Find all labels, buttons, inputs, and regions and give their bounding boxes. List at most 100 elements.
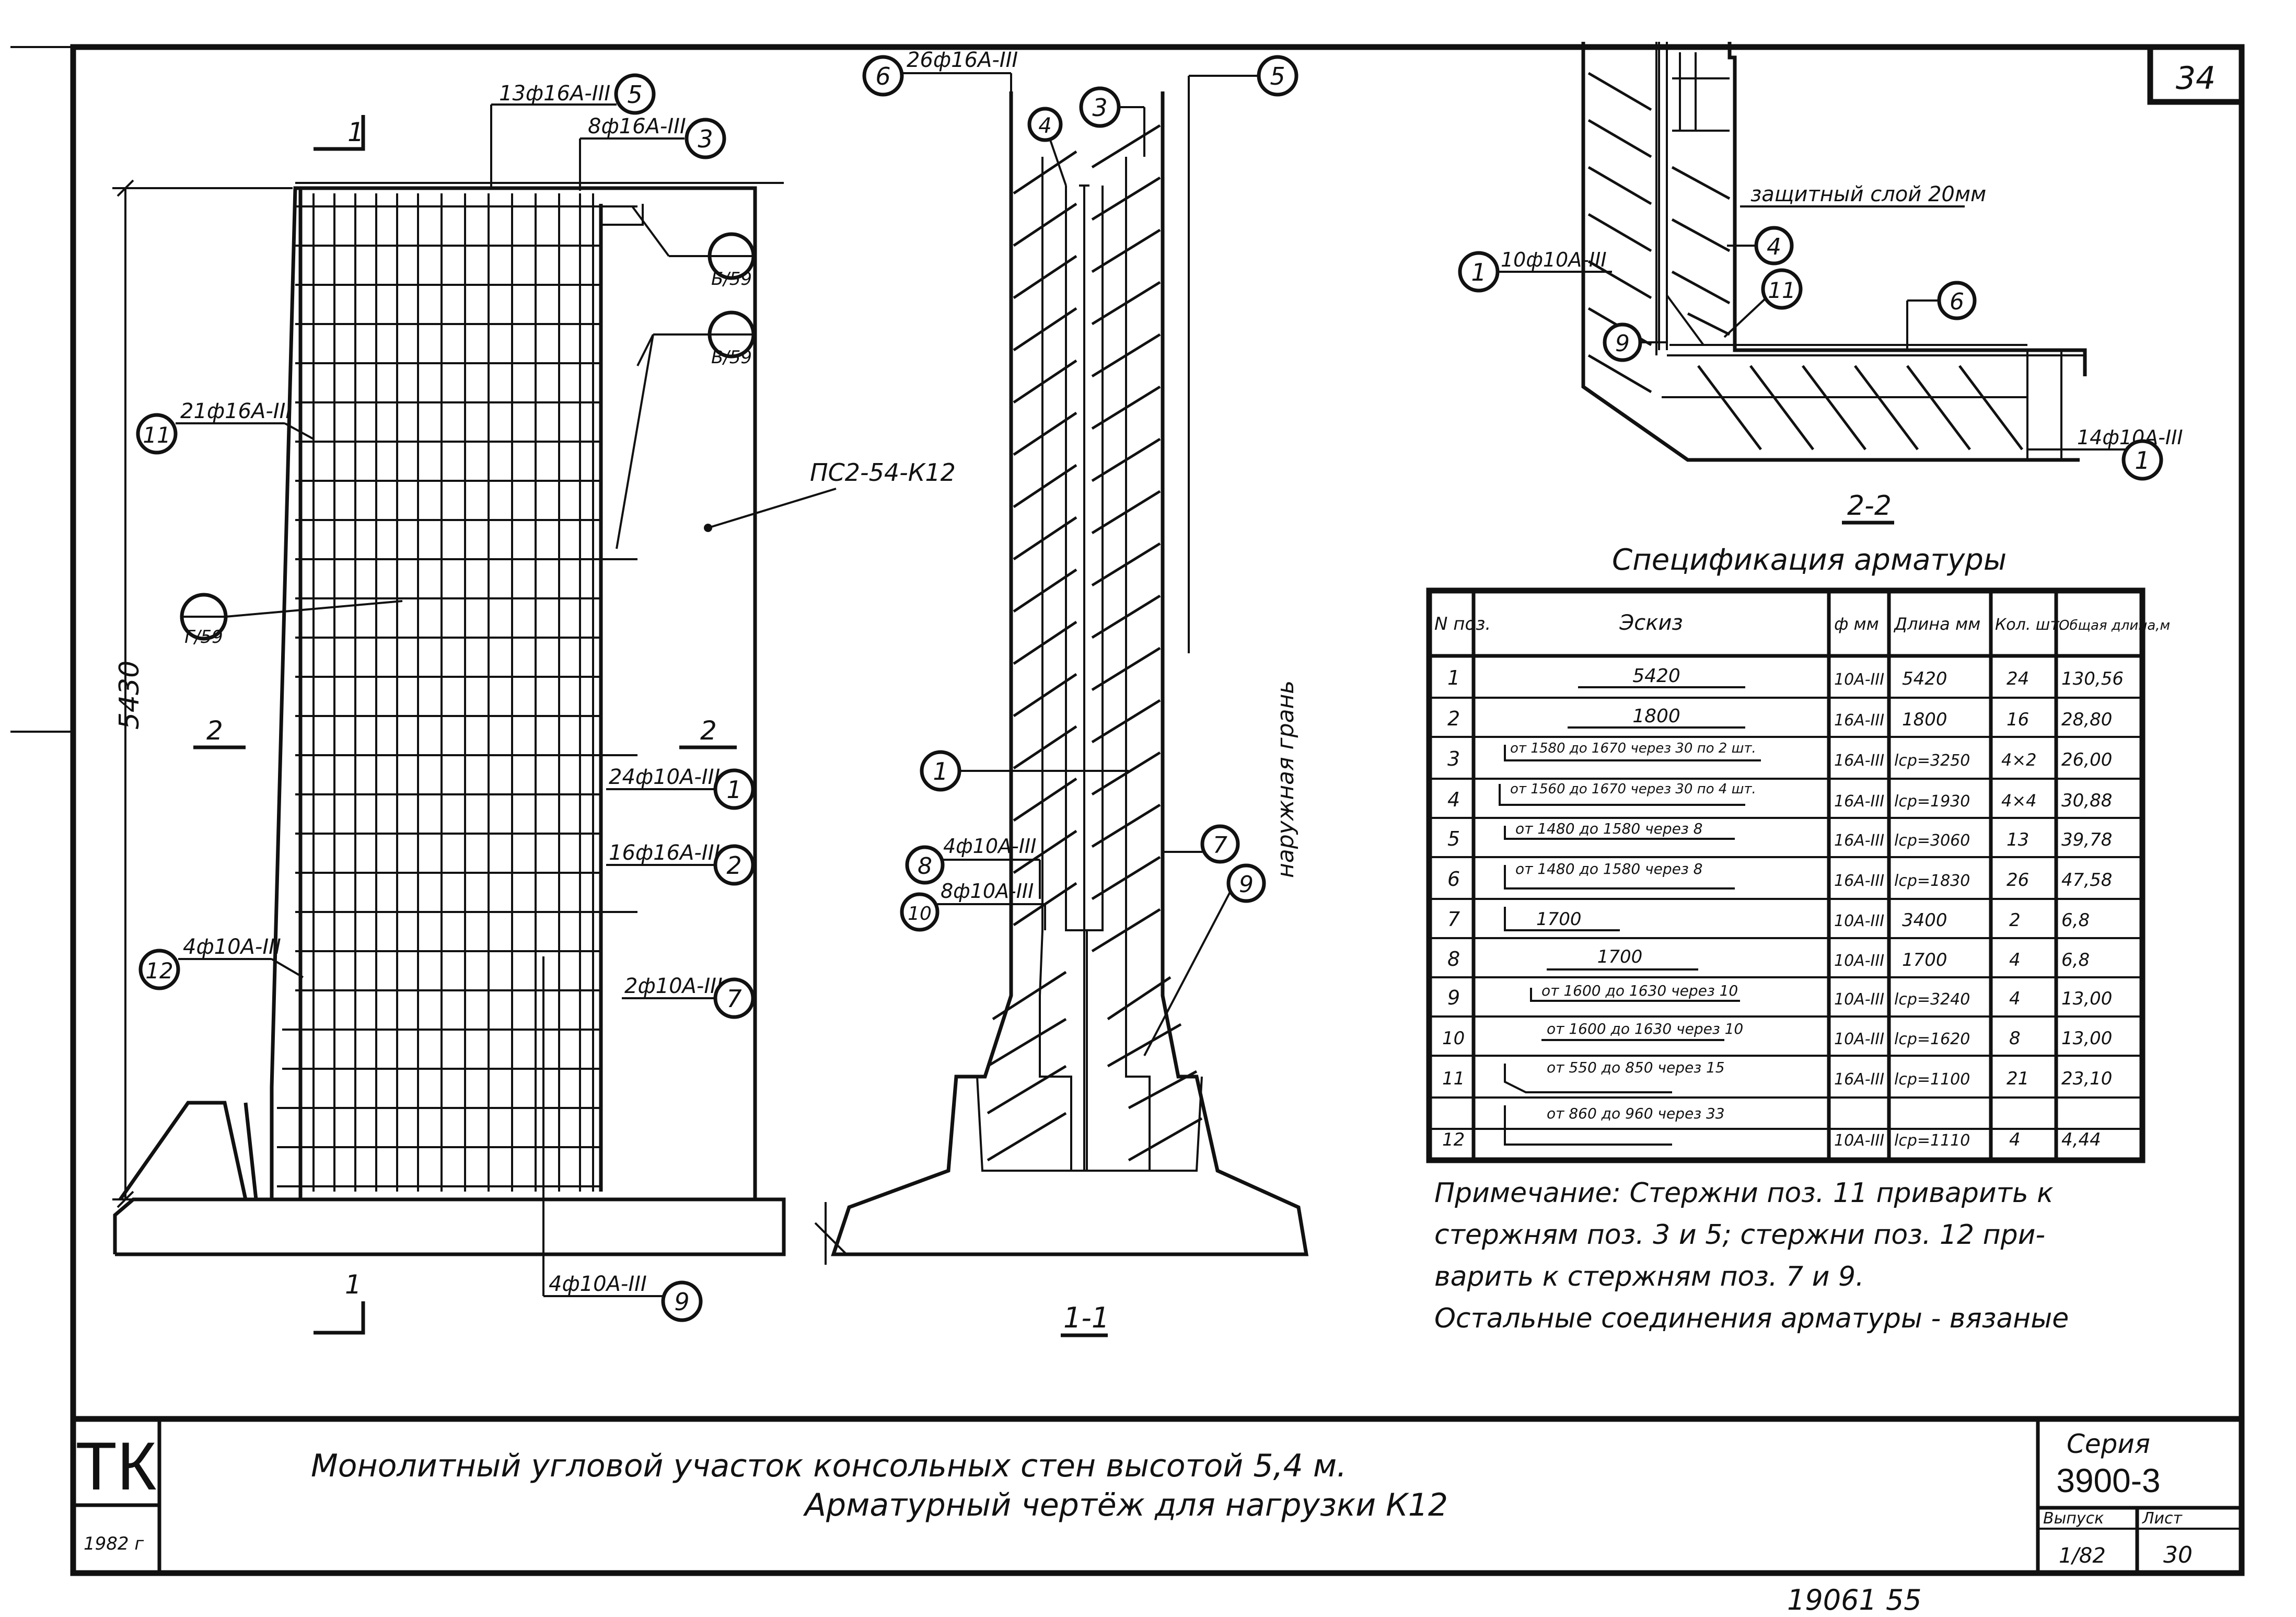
callout-text-11: 21ф16А-III [180,399,292,423]
svg-text:1: 1 [726,776,741,804]
svg-text:2: 2 [2009,910,2021,931]
svg-text:1: 1 [1447,666,1460,689]
svg-text:8: 8 [918,853,932,880]
horizontal-bars [277,205,637,1187]
callout-text-7: 2ф10А-III [624,974,723,998]
svg-text:1: 1 [2135,446,2150,475]
svg-text:10: 10 [908,903,932,925]
protective-layer-label: защитный слой 20мм [1750,182,1986,206]
svg-text:13,00: 13,00 [2061,1028,2112,1049]
svg-text:130,56: 130,56 [2061,668,2124,689]
svg-text:7: 7 [1213,832,1227,859]
svg-text:5: 5 [1270,62,1285,90]
stamp-title-line-2: Арматурный чертёж для нагрузки К12 [803,1487,1448,1523]
svg-text:10А-III: 10А-III [1834,1131,1884,1150]
svg-text:lср=3240: lср=3240 [1894,990,1970,1009]
svg-text:1700: 1700 [1597,946,1643,967]
svg-text:10А-III: 10А-III [1834,990,1884,1009]
spec-row-9: 9 от 1600 до 1630 через 10 10А-III lср=3… [1447,982,2112,1009]
svg-text:1800: 1800 [1902,709,1947,730]
svg-text:4: 4 [2009,1129,2021,1150]
svg-text:lср=3250: lср=3250 [1894,752,1970,770]
stamp-year: 1982 г [84,1533,144,1554]
spec-title: Спецификация арматуры [1612,543,2007,577]
s11-circle-10 [900,892,940,932]
svg-text:lср=1620: lср=1620 [1894,1030,1970,1048]
svg-text:от 1580 до 1670 через 30 по 2: от 1580 до 1670 через 30 по 2 шт. [1510,741,1756,756]
section-2-2-hatch [1587,72,2023,451]
svg-text:В/59: В/59 [711,347,752,368]
issue-value: 1/82 [2059,1544,2106,1568]
section-1-1-callouts: 6 26ф16А-III 4 3 5 1 8 4ф10А-III 10 8ф10… [862,48,1298,1056]
series-label: Серия [2067,1429,2150,1459]
svg-text:10А-III: 10А-III [1834,952,1884,970]
svg-text:16А-III: 16А-III [1834,872,1884,890]
note-line-2: стержням поз. 3 и 5; стержни поз. 12 при… [1434,1219,2045,1251]
svg-text:16А-III: 16А-III [1834,792,1884,811]
svg-text:5420: 5420 [1632,665,1680,687]
svg-text:3: 3 [1092,94,1107,122]
section-mark-right: 2 [700,715,717,746]
s11-circle-8 [905,845,945,885]
svg-text:24: 24 [2007,668,2029,689]
spec-row-7: 7 1700 10А-III 3400 2 6,8 [1447,907,2090,931]
svg-text:3: 3 [1447,747,1460,770]
svg-text:16А-III: 16А-III [1834,831,1884,850]
svg-text:11: 11 [1442,1068,1465,1089]
svg-text:lср=1830: lср=1830 [1894,872,1970,890]
svg-text:26,00: 26,00 [2061,749,2112,770]
callout-text-2: 16ф16А-III [609,841,720,865]
callout-circle-7 [713,977,755,1019]
svg-text:7: 7 [1447,908,1460,931]
callout-circle-11 [136,413,178,455]
svg-text:9: 9 [1239,871,1254,898]
svg-text:12: 12 [1442,1129,1465,1150]
callout-text-3: 8ф16А-III [588,114,686,138]
svg-text:4: 4 [1767,234,1781,260]
issue-label: Выпуск [2043,1509,2104,1528]
footer-code: 19061 55 [1787,1584,1922,1616]
tk-logo: ТК [75,1428,156,1504]
series-value: 3900-3 [2056,1462,2160,1499]
svg-text:6,8: 6,8 [2061,910,2090,931]
spec-header-total: Общая длина,м [2059,618,2170,633]
s11-text-10: 8ф10А-III [941,880,1034,903]
svg-text:6,8: 6,8 [2061,950,2090,971]
vertical-bars [312,193,594,1192]
callout-text-12: 4ф10А-III [183,935,281,959]
spec-header-dia: ф мм [1834,614,1879,634]
sheet-label: Лист [2142,1509,2183,1528]
spec-header-pos: N поз. [1434,614,1491,634]
stamp-title-line-1: Монолитный угловой участок консольных ст… [311,1448,1347,1484]
panel-label: ПС2-54-К12 [810,458,956,487]
svg-text:2: 2 [1447,707,1460,730]
svg-text:11: 11 [143,422,170,448]
svg-text:1: 1 [1471,258,1486,286]
svg-text:Г/59: Г/59 [184,627,223,648]
svg-text:lср=1930: lср=1930 [1894,792,1970,811]
svg-text:1: 1 [933,757,948,786]
svg-text:16: 16 [2007,709,2029,730]
svg-text:47,58: 47,58 [2061,870,2112,891]
specification-table: Спецификация арматуры N поз. Эскиз ф мм … [1426,543,2170,1163]
title-block: ТК 1982 г Монолитный угловой участок кон… [73,1419,2242,1573]
s11-circle-7 [1200,824,1240,864]
elevation-callouts: 13ф16А-III 5 8ф16А-III 3 Б/59 В/59 11 21… [136,73,756,1322]
svg-text:10: 10 [1442,1028,1465,1049]
svg-text:4: 4 [2009,988,2021,1009]
svg-text:6: 6 [875,62,890,90]
svg-text:от 550 до 850 через 15: от 550 до 850 через 15 [1547,1059,1725,1076]
note-line-4: Остальные соединения арматуры - вязаные [1434,1303,2069,1334]
callout-circle-12 [138,949,180,990]
spec-row-5: 5 от 1480 до 1580 через 8 16А-III lср=30… [1447,820,2112,850]
svg-text:lср=3060: lср=3060 [1894,831,1970,850]
svg-text:39,78: 39,78 [2061,829,2112,850]
note-line-3: варить к стержням поз. 7 и 9. [1434,1261,1864,1292]
spec-row-12: 12 от 860 до 960 через 33 10А-III lср=11… [1442,1105,2101,1150]
svg-text:от 1560 до 1670 через 30 по 4: от 1560 до 1670 через 30 по 4 шт. [1510,781,1756,797]
svg-text:1700: 1700 [1902,950,1947,971]
svg-text:от 860 до 960 через 33: от 860 до 960 через 33 [1547,1105,1725,1122]
elevation-dimension: 5430 [114,661,145,730]
svg-text:от 1480 до 1580 через 8: от 1480 до 1580 через 8 [1515,860,1702,877]
